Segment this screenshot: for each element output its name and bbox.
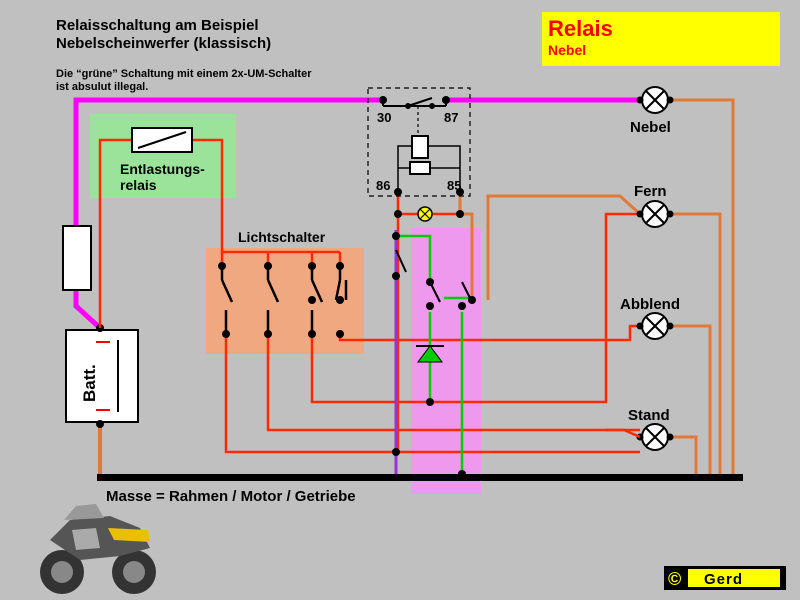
lamp-label-fern: Fern (634, 183, 667, 200)
lichtschalter-label: Lichtschalter (238, 229, 326, 245)
battery: Batt. (65, 329, 139, 423)
entlastung-highlight (90, 114, 236, 198)
battery-label: Batt. (80, 364, 99, 402)
fuse (62, 225, 92, 291)
lamp-abblend: Abblend (620, 296, 680, 340)
lamp-label-stand: Stand (628, 407, 670, 424)
title-line-2: Nebelscheinwerfer (klassisch) (56, 35, 271, 52)
relay-pin-87: 87 (444, 110, 458, 125)
badge-title: Relais (548, 16, 613, 41)
lamp-fern: Fern (634, 183, 674, 228)
lamp-label-abblend: Abblend (620, 296, 680, 313)
relay-pin-86: 86 (376, 178, 390, 193)
lichtschalter-nodes (218, 262, 344, 338)
relay-pin-30: 30 (377, 110, 391, 125)
ground-label: Masse = Rahmen / Motor / Getriebe (106, 488, 356, 505)
copyright-badge: © Gerd (664, 566, 786, 590)
motorcycle-illustration (40, 504, 156, 594)
entlastung-label-1: Entlastungs- (120, 161, 205, 177)
lamp-label-nebel: Nebel (630, 119, 671, 136)
orange-wires (458, 98, 735, 474)
relay: 30 87 86 85 (367, 87, 471, 197)
um-switch-nodes (379, 96, 476, 478)
diode (416, 345, 444, 363)
note-line-1: Die “grüne” Schaltung mit einem 2x-UM-Sc… (56, 68, 312, 80)
copyright-symbol: © (668, 569, 681, 589)
relais-badge (542, 12, 780, 66)
ground-bar (97, 474, 743, 481)
lamp-stand: Stand (628, 407, 674, 451)
note-line-2: ist absulut illegal. (56, 81, 148, 93)
entlastung-relay: Entlastungs- relais (120, 127, 205, 193)
copyright-name: Gerd (704, 571, 743, 588)
entlastung-label-2: relais (120, 177, 157, 193)
badge-subtitle: Nebel (548, 42, 586, 58)
lamp-nebel: Nebel (630, 86, 674, 136)
magenta-wire (73, 97, 640, 330)
title-line-1: Relaisschaltung am Beispiel (56, 17, 259, 34)
indicator-lamp (417, 206, 433, 222)
